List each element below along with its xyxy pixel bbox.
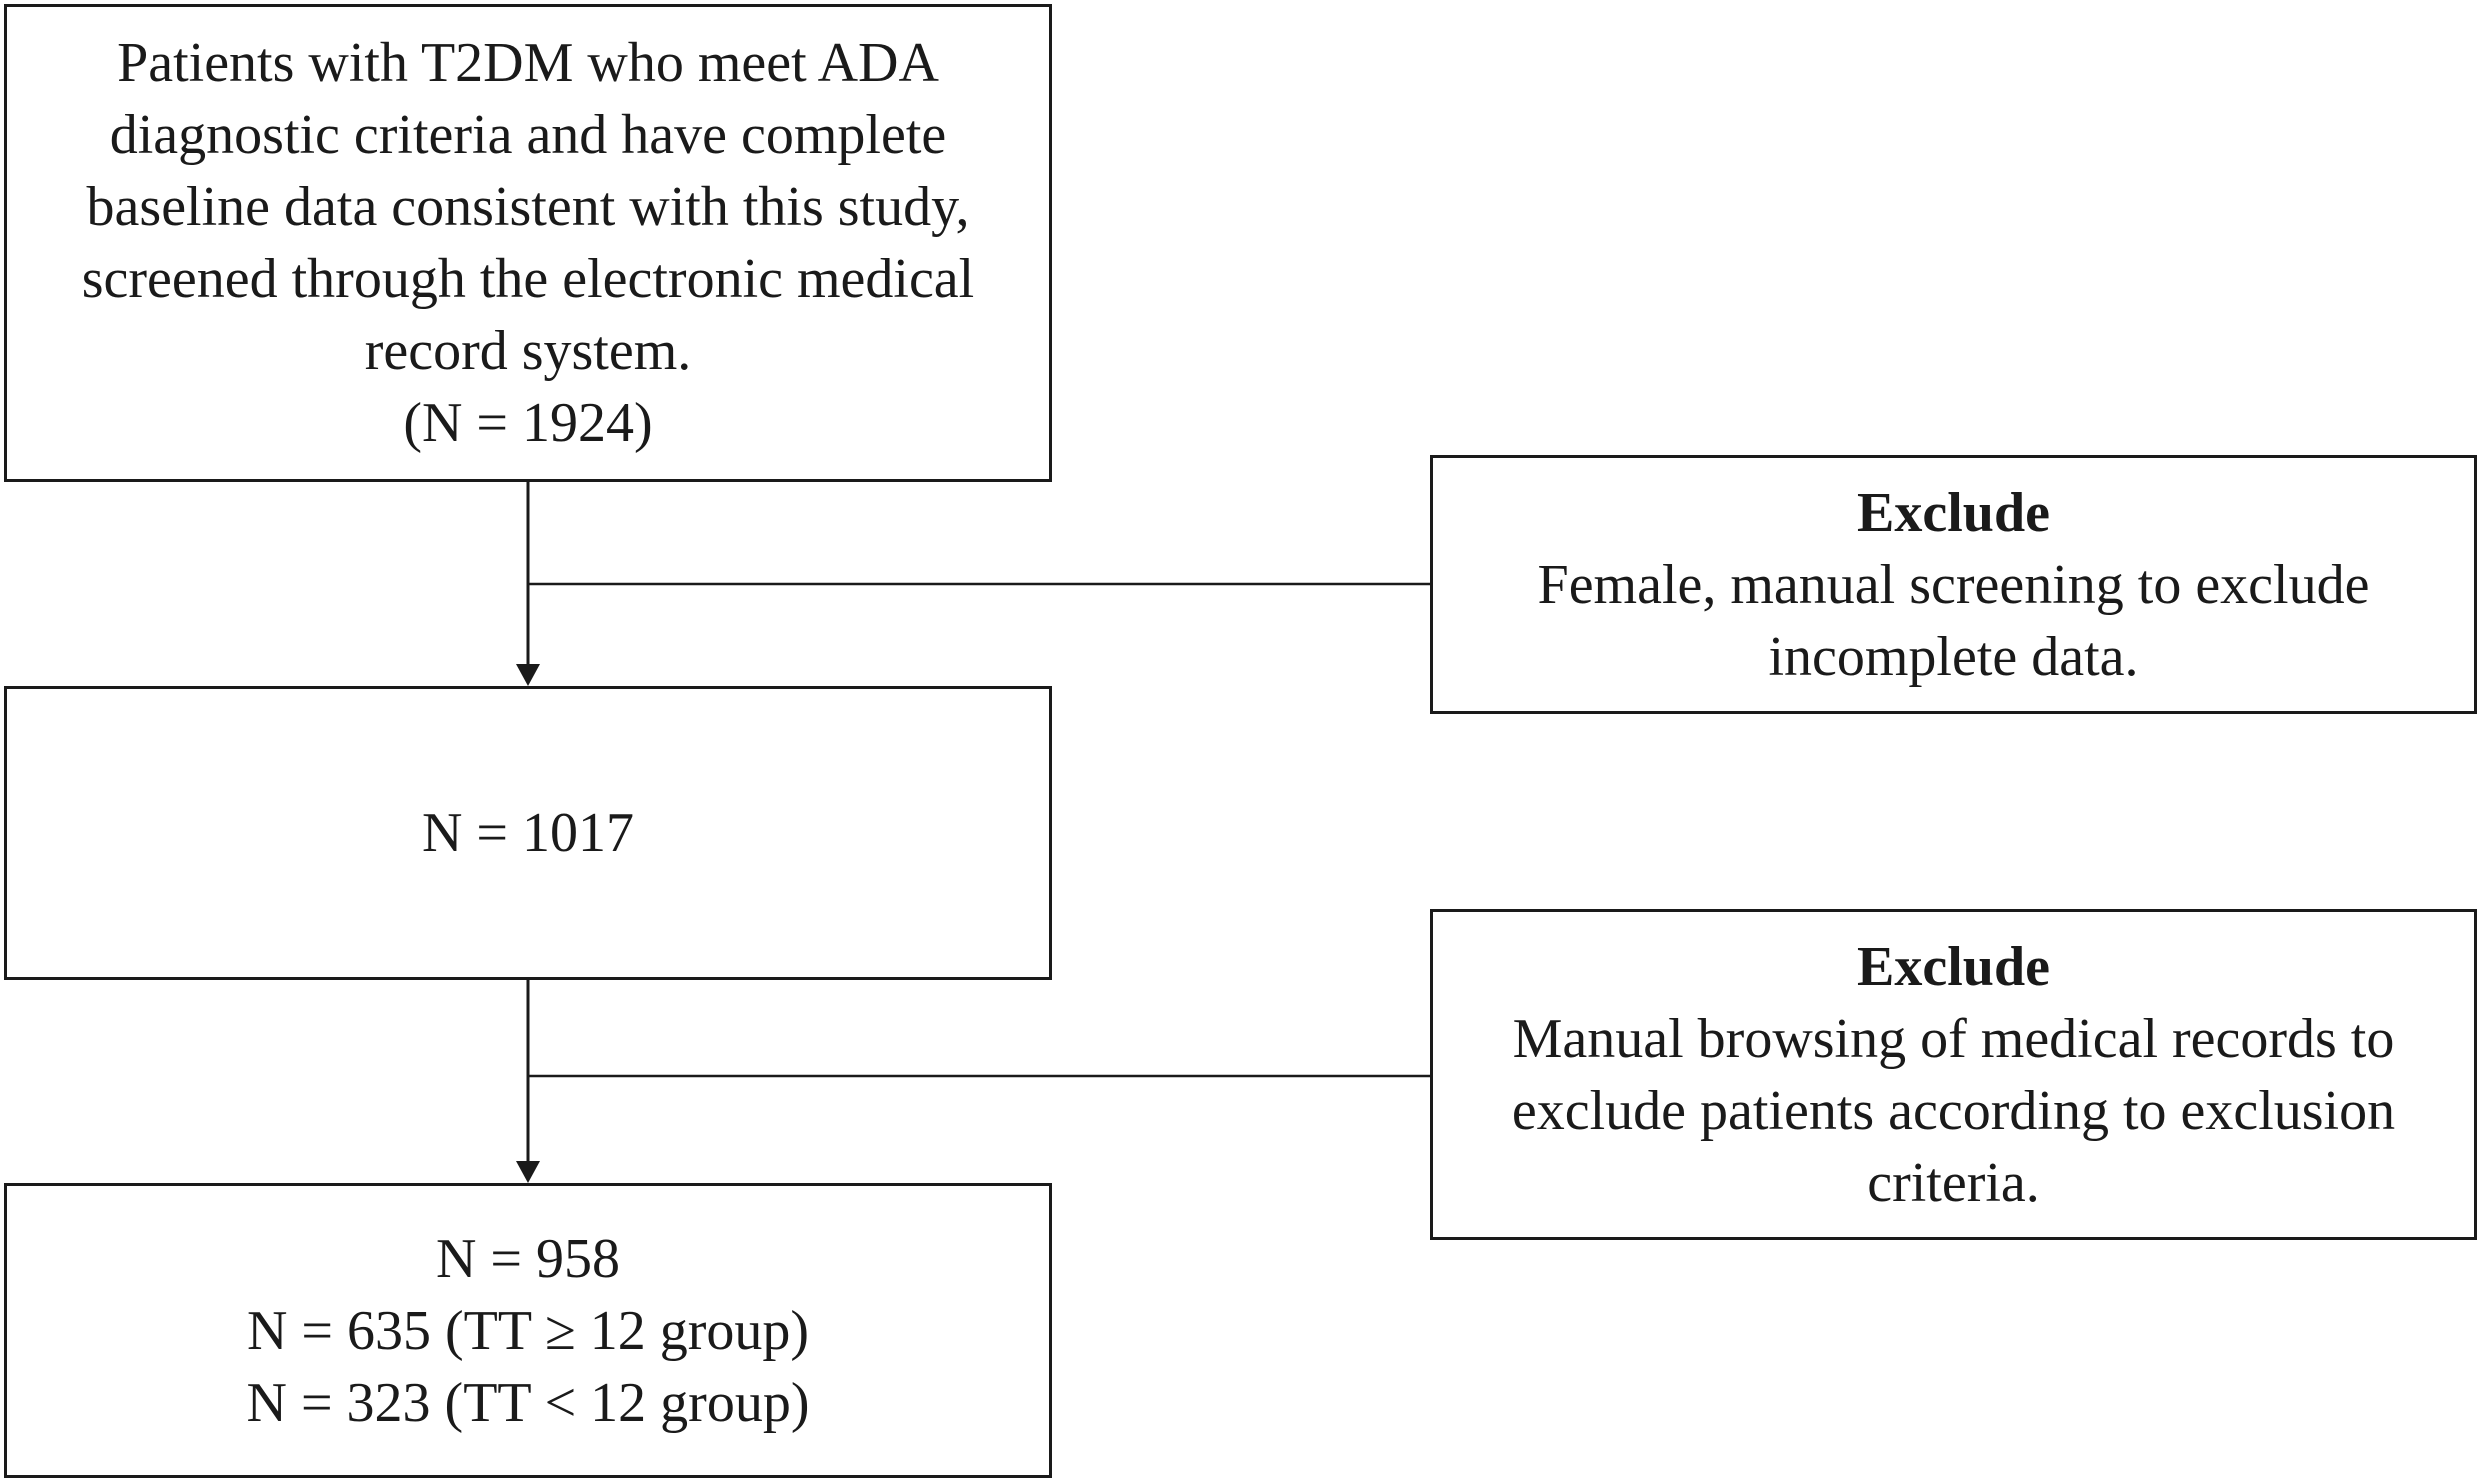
middle-count: N = 1017 (421, 802, 635, 864)
exclude-1-heading: Exclude (1857, 481, 2050, 544)
box-exclude-1: Exclude Female, manual screening to excl… (1430, 455, 2477, 714)
final-group-high: N = 635 (TT ≥ 12 group) (246, 1299, 810, 1362)
exclude-2-line-3: criteria. (1867, 1151, 2040, 1214)
box-final-cohort: N = 958 N = 635 (TT ≥ 12 group) N = 323 … (4, 1183, 1052, 1478)
arrowhead-1 (516, 664, 540, 686)
start-count: (N = 1924) (403, 392, 653, 454)
box-initial-screening: Patients with T2DM who meet ADA diagnost… (4, 4, 1052, 482)
arrowhead-2 (516, 1161, 540, 1183)
box-after-first-exclusion: N = 1017 (4, 686, 1052, 980)
final-group-low: N = 323 (TT < 12 group) (246, 1371, 810, 1434)
start-line-5: record system. (364, 320, 692, 382)
exclude-1-line-1: Female, manual screening to exclude (1537, 553, 2370, 616)
start-line-4: screened through the electronic medical (81, 248, 975, 310)
exclude-2-line-1: Manual browsing of medical records to (1512, 1007, 2395, 1070)
exclude-2-line-2: exclude patients according to exclusion (1511, 1079, 2396, 1142)
final-total: N = 958 (435, 1227, 621, 1290)
exclude-1-line-2: incomplete data. (1768, 625, 2139, 688)
start-line-3: baseline data consistent with this study… (86, 176, 970, 238)
exclude-2-heading: Exclude (1857, 935, 2050, 998)
box-exclude-2: Exclude Manual browsing of medical recor… (1430, 909, 2477, 1240)
start-line-2: diagnostic criteria and have complete (109, 104, 947, 166)
start-line-1: Patients with T2DM who meet ADA (117, 32, 939, 94)
